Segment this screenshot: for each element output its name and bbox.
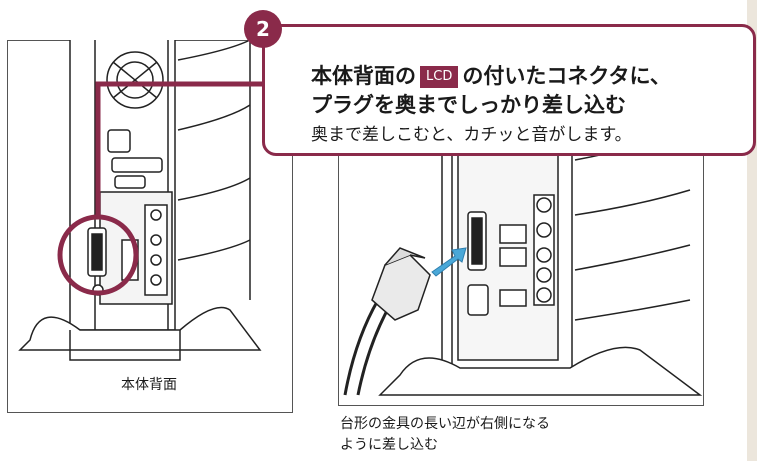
callout-box: [262, 24, 756, 156]
lcd-label: LCD: [420, 66, 459, 88]
caption-instruction-line1: 台形の金具の長い辺が右側になる: [340, 416, 550, 432]
pc-rear-view: [18, 39, 262, 361]
caption-instruction: 台形の金具の長い辺が右側になる ように差し込む: [340, 414, 660, 456]
step-callout: [262, 24, 756, 156]
caption-instruction-line2: ように差し込む: [340, 437, 438, 453]
insertion-arrow: [431, 247, 467, 277]
step-number-badge: 2: [244, 10, 282, 48]
highlight-indicator: [57, 81, 272, 296]
step-subtext: 奥まで差しこむと、カチッと音がします。: [311, 125, 632, 145]
title-part2: の付いたコネクタに、: [462, 64, 671, 88]
closeup-view: [343, 131, 703, 396]
caption-rear: 本体背面: [121, 377, 177, 393]
title-part1: 本体背面の: [311, 64, 416, 88]
side-strip: [747, 0, 757, 461]
step-title-line2: プラグを奥までしっかり差し込む: [311, 93, 626, 117]
